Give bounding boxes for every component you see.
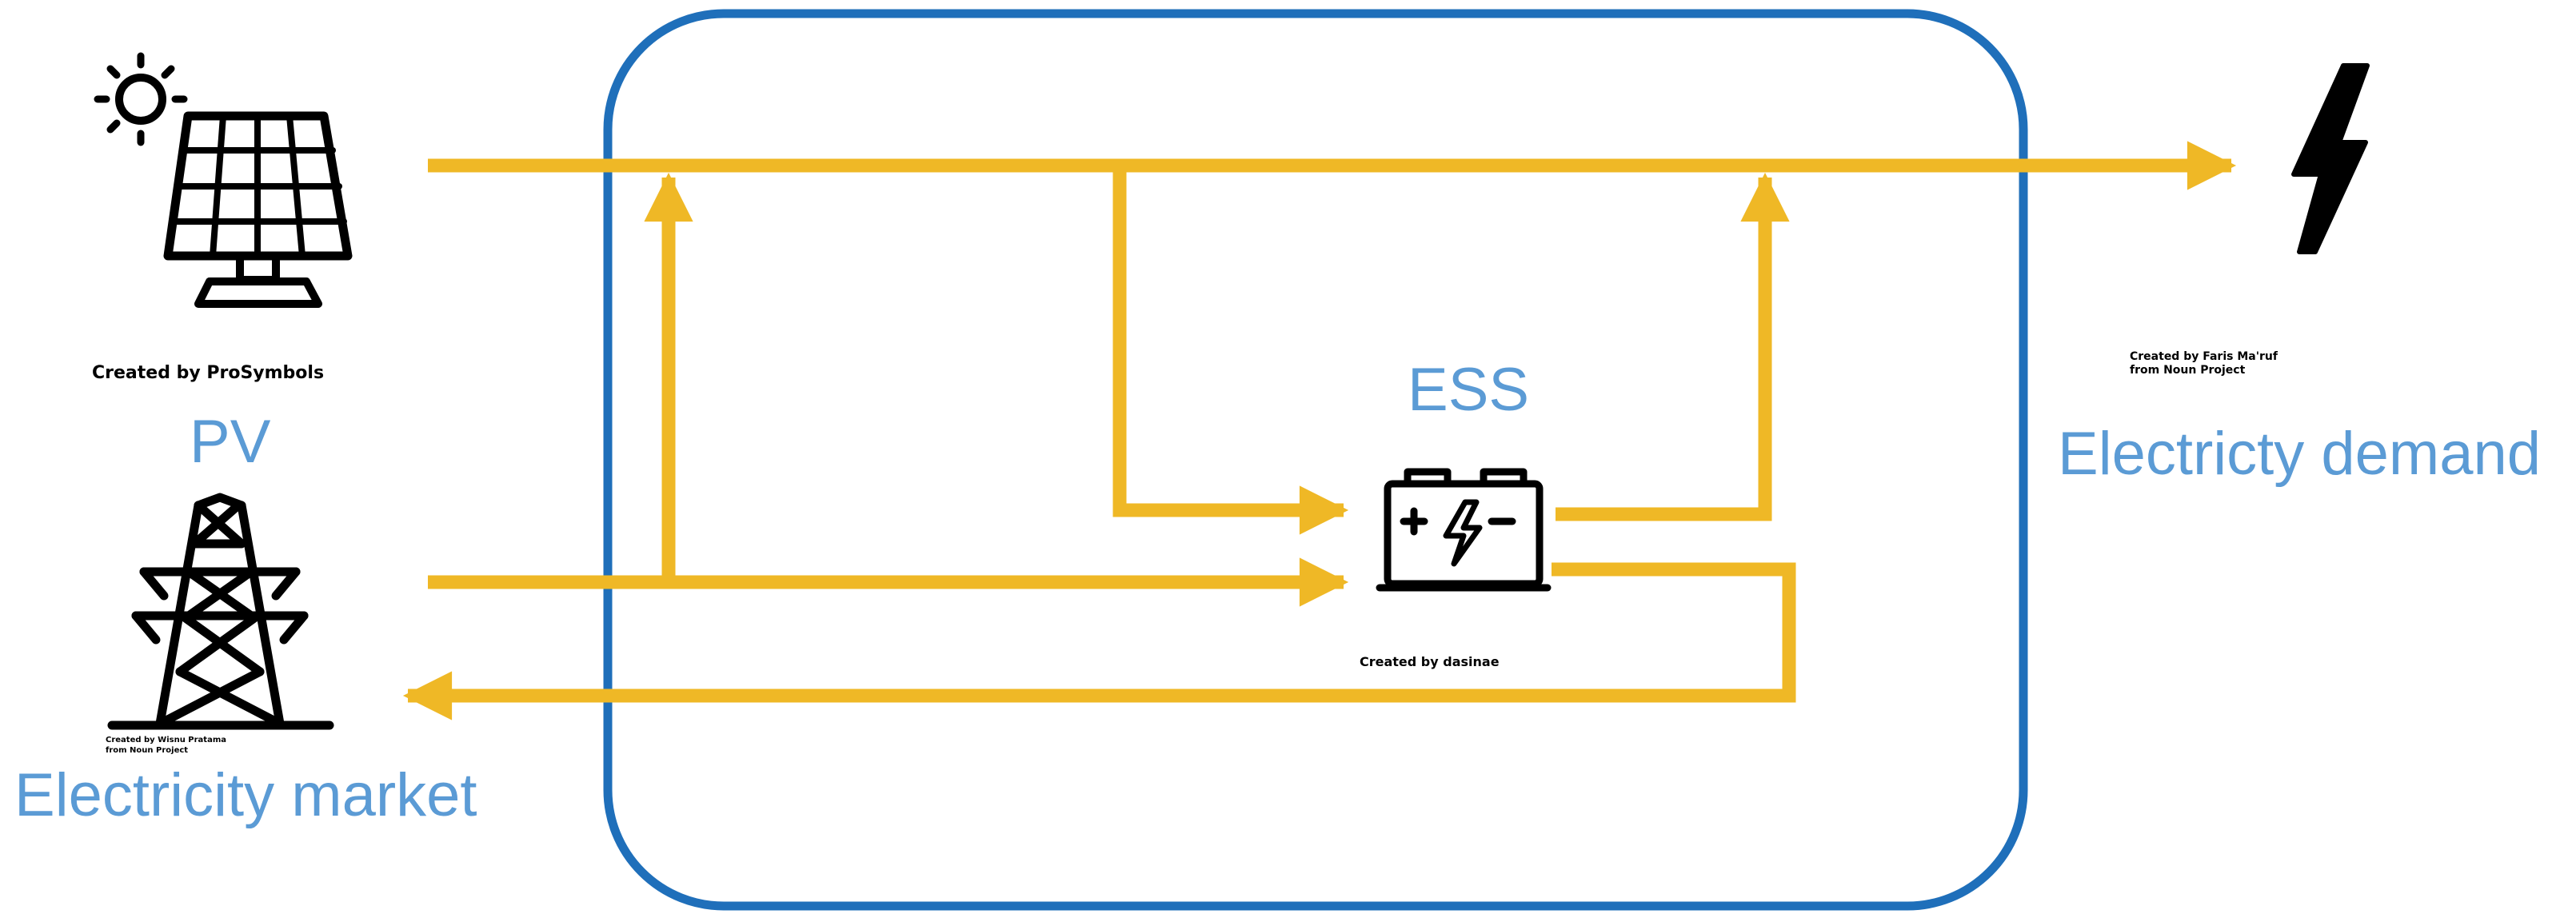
flow-battery-to-demand: [1556, 172, 1790, 521]
flow-battery-to-grid: [402, 562, 1796, 720]
solar-panel-with-sun-icon: [94, 52, 353, 308]
pv-label: PV: [190, 408, 271, 476]
electricity-market-label: Electricity market: [14, 761, 477, 829]
flow-lines: [402, 141, 2237, 720]
lightning-bolt-icon: [2291, 63, 2370, 254]
demand-icon-credit-line2: from Noun Project: [2130, 364, 2246, 377]
battery-icon: [1376, 468, 1552, 592]
tower-icon-credit-line2: from Noun Project: [106, 746, 188, 755]
ess-label: ESS: [1408, 356, 1529, 424]
battery-icon-credit: Created by dasinae: [1360, 654, 1500, 669]
demand-icon-credit-line1: Created by Faris Ma'ruf: [2130, 350, 2278, 363]
flow-pv-to-battery: [1112, 166, 1349, 535]
pv-icon-credit: Created by ProSymbols: [92, 363, 324, 383]
transmission-tower-icon: [107, 493, 334, 730]
electricity-demand-label: Electricty demand: [2058, 420, 2541, 488]
tower-icon-credit-line1: Created by Wisnu Pratama: [106, 736, 226, 744]
ess-boundary-box: [603, 9, 2028, 911]
